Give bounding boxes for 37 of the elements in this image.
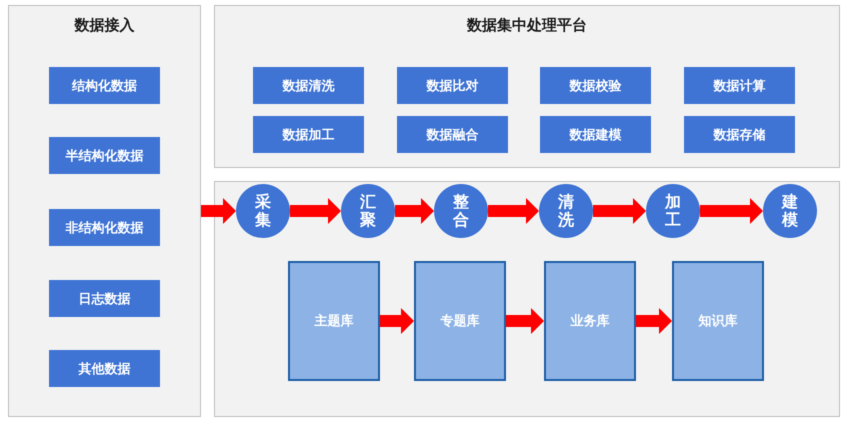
process-box: 数据计算 [684,67,795,104]
arrow [290,198,341,224]
process-box: 数据加工 [253,116,364,153]
arrow [488,198,539,224]
process-box: 日志数据 [49,280,160,317]
arrow [636,308,672,334]
process-box: 数据融合 [397,116,508,153]
process-box: 其他数据 [49,350,160,387]
database-box: 知识库 [672,261,764,381]
process-box: 数据存储 [684,116,795,153]
step-circle: 汇聚 [341,184,395,238]
step-circle: 清洗 [539,184,593,238]
arrow [380,308,414,334]
process-box: 数据校验 [540,67,651,104]
panel [8,5,201,417]
database-box: 专题库 [414,261,506,381]
step-circle: 加工 [646,184,700,238]
arrow [506,308,544,334]
database-box: 业务库 [544,261,636,381]
process-box: 半结构化数据 [49,137,160,174]
process-box: 非结构化数据 [49,209,160,246]
arrow [700,198,763,224]
panel-background [214,181,840,417]
step-circle: 采集 [236,184,290,238]
panel-title: 数据接入 [74,16,134,35]
arrow [593,198,646,224]
panel [214,5,840,168]
process-box: 结构化数据 [49,67,160,104]
process-box: 数据比对 [397,67,508,104]
step-circle: 建模 [763,184,817,238]
process-box: 数据建模 [540,116,651,153]
step-circle: 整合 [434,184,488,238]
process-box: 数据清洗 [253,67,364,104]
panel-title: 数据集中处理平台 [467,16,587,35]
arrow [395,198,434,224]
arrow [201,198,236,224]
database-box: 主题库 [288,261,380,381]
